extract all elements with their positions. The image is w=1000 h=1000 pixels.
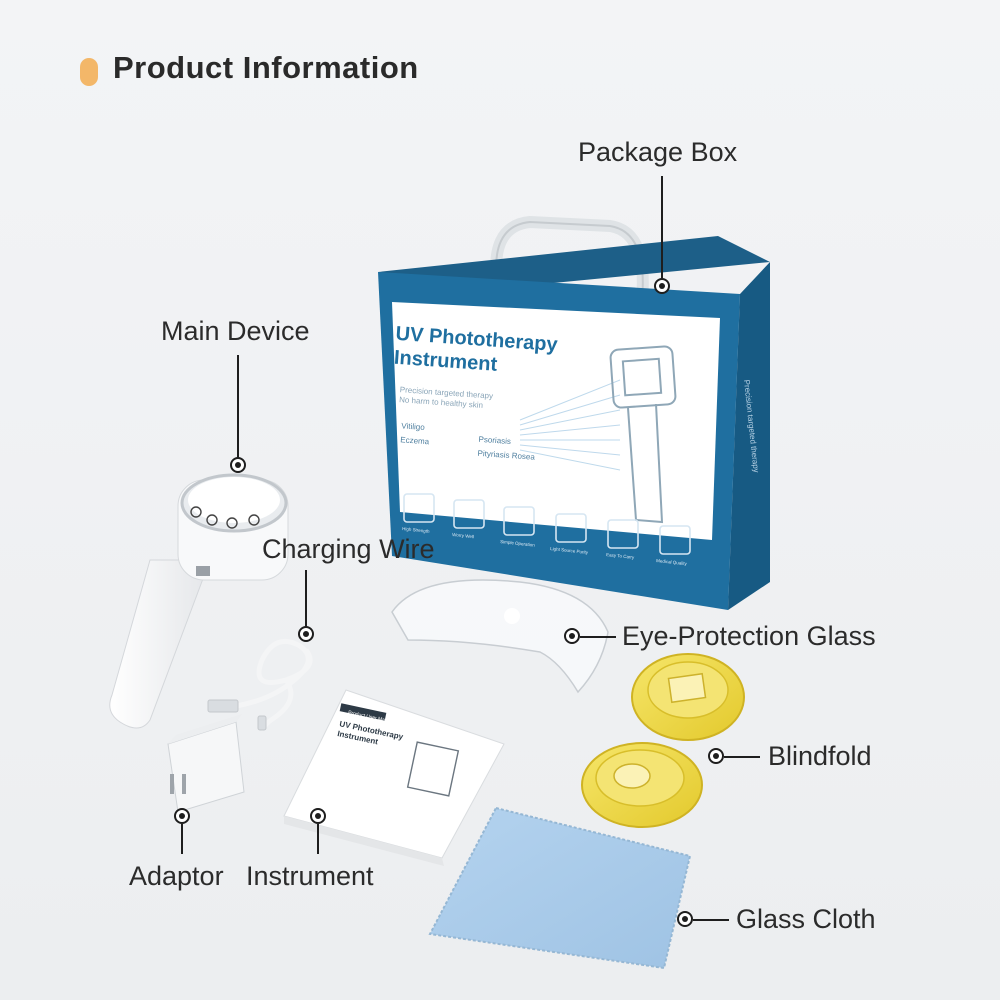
callout-main-device: Main Device xyxy=(161,316,310,346)
main-device xyxy=(109,473,289,729)
callout-instrument-dot xyxy=(310,808,326,824)
callout-blindfold-line xyxy=(724,756,760,758)
eye-protection-glass xyxy=(391,579,609,694)
callout-main-device-dot xyxy=(230,457,246,473)
callout-package-box: Package Box xyxy=(578,137,738,167)
callout-eye-protection-dot xyxy=(564,628,580,644)
blindfold xyxy=(581,653,745,828)
callout-eye-protection-line xyxy=(580,636,616,638)
callout-charging-wire-dot xyxy=(298,626,314,642)
instruction-manual xyxy=(283,689,505,866)
callout-eye-protection: Eye-Protection Glass xyxy=(622,621,876,651)
callout-instrument: Instrument xyxy=(246,861,374,891)
callout-blindfold-dot xyxy=(708,748,724,764)
callout-glass-cloth: Glass Cloth xyxy=(736,904,876,934)
charging-wire xyxy=(207,638,313,732)
page-title: Product Information xyxy=(113,50,419,85)
callout-glass-cloth-line xyxy=(693,919,729,921)
callout-package-box-dot xyxy=(654,278,670,294)
callout-charging-wire-line xyxy=(305,570,307,628)
glass-cloth xyxy=(428,806,692,970)
callout-charging-wire: Charging Wire xyxy=(262,534,435,564)
title-accent-mark xyxy=(80,58,98,86)
callout-package-box-line xyxy=(661,176,663,280)
callout-main-device-line xyxy=(237,355,239,459)
callout-instrument-line xyxy=(317,824,319,854)
callout-adaptor-dot xyxy=(174,808,190,824)
package-box xyxy=(378,215,770,610)
callout-glass-cloth-dot xyxy=(677,911,693,927)
adaptor xyxy=(167,714,245,813)
callout-adaptor-line xyxy=(181,824,183,854)
callout-adaptor: Adaptor xyxy=(129,861,224,891)
callout-blindfold: Blindfold xyxy=(768,741,872,771)
